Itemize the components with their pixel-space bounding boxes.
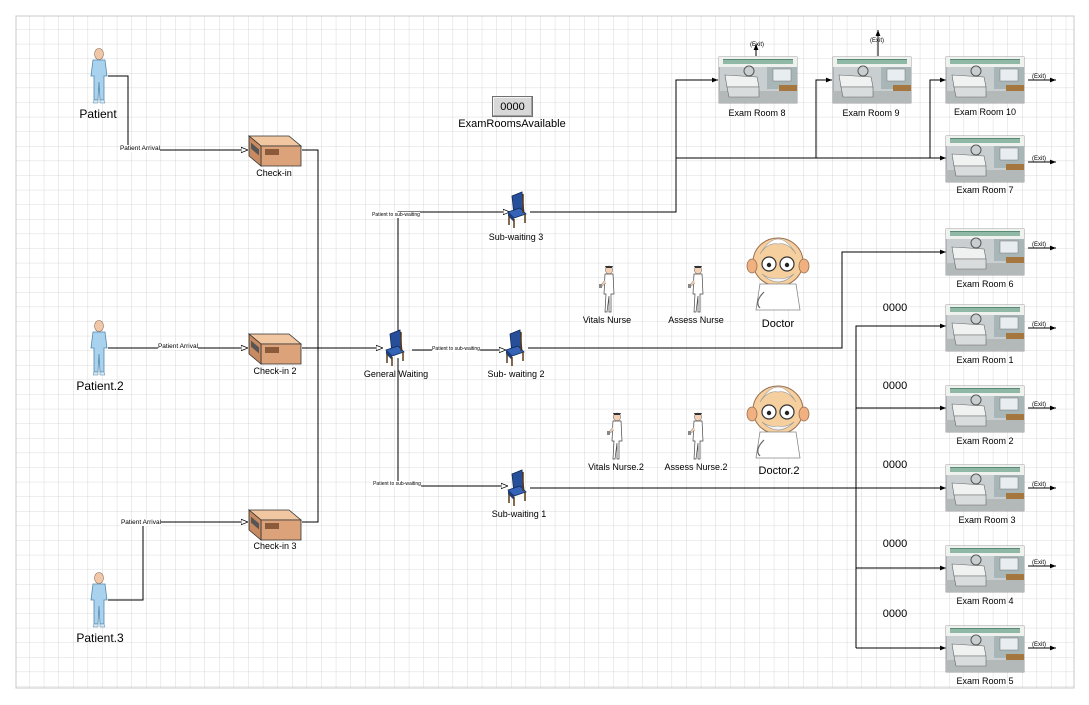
exam-rooms-available-label: ExamRoomsAvailable xyxy=(458,118,566,130)
connectors xyxy=(108,30,1056,651)
exam-room-9-icon[interactable] xyxy=(832,56,912,104)
doctor-2-label: Doctor.2 xyxy=(758,465,800,477)
exit-label-room-8: (Exit) xyxy=(750,42,764,48)
check-in-2-desk-icon[interactable] xyxy=(248,333,302,365)
queue-count-room-4: 0000 xyxy=(882,538,908,550)
sub-waiting-1-label: Sub-waiting 1 xyxy=(491,509,547,519)
exam-room-2-label: Exam Room 2 xyxy=(956,436,1014,446)
exam-room-2-icon[interactable] xyxy=(945,385,1025,433)
exit-label-room-7: (Exit) xyxy=(1032,156,1046,162)
arrival-label-2: Patient Arrival xyxy=(157,343,199,350)
general-waiting-label: General Waiting xyxy=(363,369,429,379)
exit-label-room-9: (Exit) xyxy=(870,38,884,44)
exam-room-6-icon[interactable] xyxy=(945,228,1025,276)
check-in-2-label: Check-in 2 xyxy=(253,366,297,376)
sub-waiting-3-label: Sub-waiting 3 xyxy=(488,232,544,242)
exam-room-5-icon[interactable] xyxy=(945,625,1025,673)
exam-room-4-icon[interactable] xyxy=(945,545,1025,593)
patient-3-label: Patient.3 xyxy=(76,631,124,645)
exam-rooms-available-counter[interactable]: 0000 xyxy=(492,96,533,117)
exit-label-room-6: (Exit) xyxy=(1032,242,1046,248)
exit-label-room-2: (Exit) xyxy=(1032,402,1046,408)
doctor-label: Doctor xyxy=(761,318,795,330)
exam-room-1-label: Exam Room 1 xyxy=(956,355,1014,365)
exam-room-3-label: Exam Room 3 xyxy=(958,515,1016,525)
to-subwaiting-label-3: Patient to sub-waiting xyxy=(372,212,420,218)
patient-label: Patient xyxy=(79,107,117,121)
exam-room-3-icon[interactable] xyxy=(945,464,1025,512)
patient-2-label: Patient.2 xyxy=(76,379,124,393)
queue-count-room-2: 0000 xyxy=(882,380,908,392)
check-in-label: Check-in xyxy=(256,168,292,178)
exam-room-8-icon[interactable] xyxy=(718,56,798,104)
exam-room-5-label: Exam Room 5 xyxy=(956,676,1014,686)
exam-room-9-label: Exam Room 9 xyxy=(842,108,900,118)
exit-label-room-3: (Exit) xyxy=(1032,482,1046,488)
exam-room-4-label: Exam Room 4 xyxy=(956,596,1014,606)
exam-room-10-label: Exam Room 10 xyxy=(953,107,1017,117)
assess-nurse-label: Assess Nurse xyxy=(668,315,724,325)
exam-room-1-icon[interactable] xyxy=(945,304,1025,352)
queue-count-room-5: 0000 xyxy=(882,608,908,620)
exam-room-10-icon[interactable] xyxy=(945,56,1025,104)
exam-room-7-icon[interactable] xyxy=(945,135,1025,183)
exam-room-8-label: Exam Room 8 xyxy=(728,108,786,118)
arrival-label-1: Patient Arrival xyxy=(119,145,161,152)
vitals-nurse-2-label: Vitals Nurse.2 xyxy=(588,462,644,472)
exit-label-room-5: (Exit) xyxy=(1032,642,1046,648)
assess-nurse-2-label: Assess Nurse.2 xyxy=(664,462,728,472)
exam-room-7-label: Exam Room 7 xyxy=(956,185,1014,195)
check-in-desk-icon[interactable] xyxy=(248,135,302,167)
to-subwaiting-label-2: Patient to sub-waiting xyxy=(432,346,480,352)
exit-label-room-4: (Exit) xyxy=(1032,560,1046,566)
arrival-label-3: Patient Arrival xyxy=(120,519,162,526)
vitals-nurse-label: Vitals Nurse xyxy=(582,315,632,325)
check-in-3-label: Check-in 3 xyxy=(253,541,297,551)
exit-label-room-1: (Exit) xyxy=(1032,322,1046,328)
sub-waiting-2-label: Sub- waiting 2 xyxy=(487,369,545,379)
queue-count-room-3: 0000 xyxy=(882,459,908,471)
queue-count-room-1: 0000 xyxy=(882,302,908,314)
exam-room-6-label: Exam Room 6 xyxy=(956,279,1014,289)
to-subwaiting-label-1: Patient to sub-waiting xyxy=(373,481,421,487)
check-in-3-desk-icon[interactable] xyxy=(248,509,302,541)
exit-label-room-10: (Exit) xyxy=(1032,74,1046,80)
